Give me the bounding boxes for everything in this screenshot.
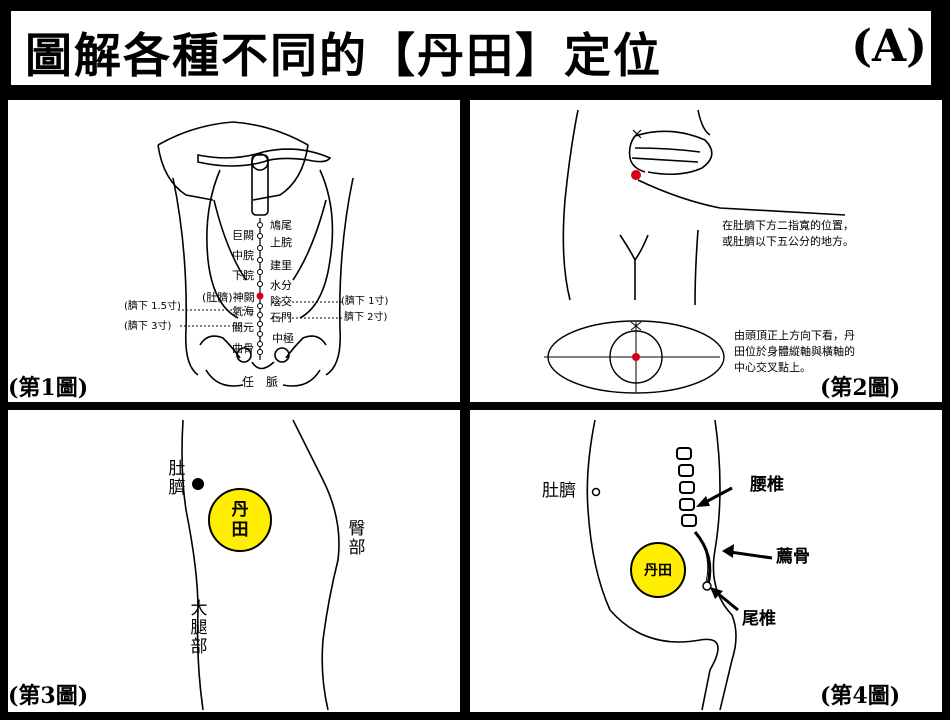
title-suffix: (A) <box>851 21 927 72</box>
label-below-navel-2: 臍下 2寸) <box>344 312 388 323</box>
label-jianli: 建里 <box>270 259 292 272</box>
panel-figure-2: 在肚臍下方二指寬的位置，或肚臍以下五公分的地方。 由頭頂正上方向下看，丹田位於身… <box>470 100 942 402</box>
panel-figure-1: 鳩尾 上脘 建里 水分 陰交 石門 中極 巨闕 中脘 下脘 (肚臍)神闕 氣海 … <box>8 100 460 402</box>
note-top-view-center: 由頭頂正上方向下看，丹田位於身體縱軸與橫軸的中心交叉點上。 <box>734 329 855 374</box>
label-jiuwei: 鳩尾 <box>270 219 292 232</box>
label-ren-meridian: 任 脈 <box>242 375 279 389</box>
label-navel: 肚臍 <box>542 481 576 501</box>
panel-figure-4: 肚臍 腰椎 薦骨 尾椎 丹田 (第4圖) <box>470 410 942 712</box>
figure-caption-1: (第1圖) <box>8 375 89 401</box>
side-profile-diagram <box>181 419 340 711</box>
label-below-navel-3: (臍下 3寸) <box>124 321 172 332</box>
hand-and-top-view-diagram <box>544 109 846 394</box>
panel-figure-3: 肚臍 丹田 臀部 大腿部 (第3圖) <box>8 410 460 712</box>
center-cross-dot <box>632 353 640 361</box>
dantian-circle: 丹田 <box>630 542 686 598</box>
navel-marker <box>192 478 204 490</box>
label-shimen: 石門 <box>270 311 292 324</box>
label-qugu: 曲骨 <box>232 342 254 355</box>
label-thigh: 大腿部 <box>190 599 208 657</box>
label-sacrum: 薦骨 <box>776 547 810 567</box>
label-shuifen: 水分 <box>270 279 292 292</box>
side-spine-diagram <box>586 419 773 711</box>
figure-caption-4: (第4圖) <box>820 683 901 709</box>
label-below-navel-1-5: (臍下 1.5寸) <box>124 301 181 312</box>
dantian-circle: 丹田 <box>208 488 272 552</box>
figure-caption-3: (第3圖) <box>8 683 89 709</box>
shenque-acupoint-dot <box>256 292 264 300</box>
label-coccyx: 尾椎 <box>742 609 776 629</box>
label-buttock: 臀部 <box>348 519 366 558</box>
note-two-fingers-below-navel: 在肚臍下方二指寬的位置，或肚臍以下五公分的地方。 <box>722 219 854 248</box>
label-shangwan: 上脘 <box>270 236 292 249</box>
label-guanyuan: 關元 <box>232 321 254 334</box>
dantian-label: 丹田 <box>644 563 672 579</box>
dantian-label: 丹田 <box>231 500 249 540</box>
label-below-navel-1: (臍下 1寸) <box>341 296 389 307</box>
label-navel: 肚臍 <box>168 459 186 498</box>
label-lumbar: 腰椎 <box>750 475 784 495</box>
label-zhongwan: 中脘 <box>232 249 254 262</box>
label-juque: 巨闕 <box>232 229 254 242</box>
figure-caption-2: (第2圖) <box>820 375 901 401</box>
page-title: 圖解各種不同的【丹田】定位 <box>25 29 662 84</box>
label-yinjiao: 陰交 <box>270 295 292 308</box>
label-qihai: 氣海 <box>232 305 254 318</box>
title-banner: 圖解各種不同的【丹田】定位 (A) <box>8 8 934 88</box>
label-shenque: (肚臍)神闕 <box>202 291 255 304</box>
torso-skeleton-diagram <box>157 121 354 387</box>
label-zhongji: 中極 <box>272 332 294 345</box>
label-xiawan: 下脘 <box>232 269 254 282</box>
navel-marker <box>591 487 601 497</box>
dantian-point-dot <box>631 170 641 180</box>
